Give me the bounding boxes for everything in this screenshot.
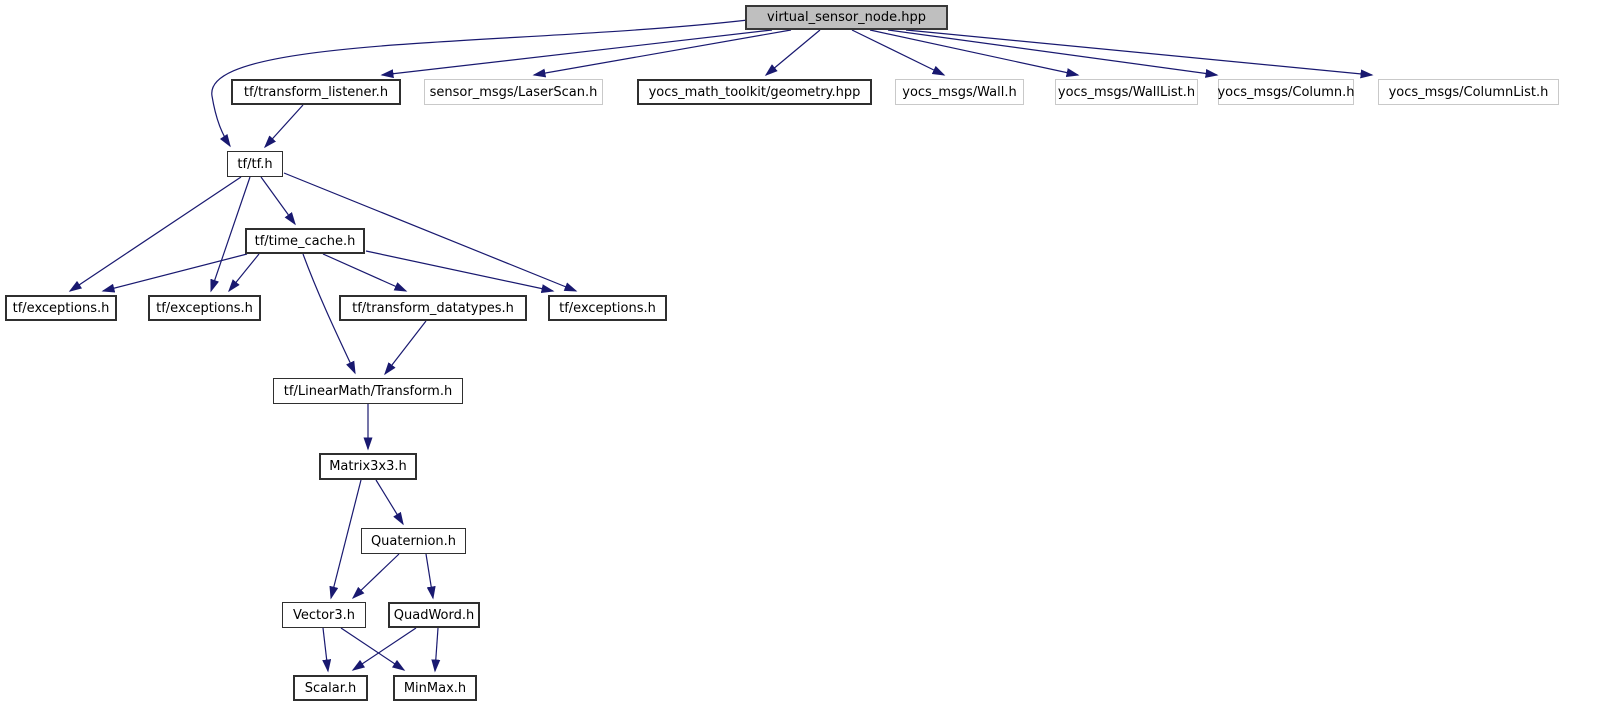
node-tf-transform-listener[interactable]: tf/transform_listener.h: [231, 79, 401, 105]
edge-main-to-listener: [380, 29, 773, 79]
edge-timecache-to-exc2: [228, 253, 260, 293]
edge-main-to-laserscan: [532, 29, 792, 78]
node-matrix3x3[interactable]: Matrix3x3.h: [319, 453, 417, 480]
edge-timecache-to-datatypes: [322, 253, 408, 292]
edge-main-to-tfh: [211, 19, 749, 148]
node-vector3[interactable]: Vector3.h: [282, 602, 366, 628]
edge-quaternion-to-vector3: [351, 553, 400, 600]
edge-main-to-geometry: [764, 29, 821, 76]
edge-matrix-to-quaternion: [375, 479, 404, 526]
edge-main-to-walllist: [869, 29, 1080, 77]
node-yocs-msgs-column: yocs_msgs/Column.h: [1217, 79, 1355, 105]
edge-timecache-to-exc3: [365, 250, 555, 293]
edge-listener-to-tfh: [263, 104, 304, 149]
edge-timecache-to-transform: [302, 253, 356, 375]
edge-timecache-to-exc1: [101, 253, 248, 293]
edge-vector3-to-minmax: [340, 627, 406, 671]
edge-matrix-to-vector3: [329, 479, 362, 600]
node-tf-time-cache[interactable]: tf/time_cache.h: [245, 228, 365, 254]
node-yocs-msgs-wall: yocs_msgs/Wall.h: [895, 79, 1024, 105]
node-tf-exceptions-2[interactable]: tf/exceptions.h: [148, 295, 261, 321]
edge-tfh-to-exc3: [283, 172, 578, 292]
node-yocs-msgs-columnlist: yocs_msgs/ColumnList.h: [1378, 79, 1559, 105]
edge-main-to-wall: [851, 29, 946, 76]
edge-quadword-to-minmax: [431, 627, 441, 673]
node-virtual-sensor-node: virtual_sensor_node.hpp: [745, 5, 948, 30]
edge-tfh-to-exc2: [210, 176, 251, 293]
edge-main-to-column: [887, 29, 1219, 78]
node-quaternion[interactable]: Quaternion.h: [361, 528, 466, 554]
edge-tfh-to-exc1: [68, 176, 242, 292]
edge-quadword-to-scalar: [351, 627, 417, 671]
edge-vector3-to-scalar: [322, 627, 332, 673]
node-tf-linearmath-transform[interactable]: tf/LinearMath/Transform.h: [273, 378, 463, 404]
node-tf-transform-datatypes[interactable]: tf/transform_datatypes.h: [339, 295, 527, 321]
node-tf-exceptions-3[interactable]: tf/exceptions.h: [548, 295, 667, 321]
node-scalar[interactable]: Scalar.h: [293, 675, 368, 701]
edge-quaternion-to-quadword: [425, 553, 436, 600]
edge-tfh-to-timecache: [260, 176, 296, 226]
node-tf-tf[interactable]: tf/tf.h: [227, 151, 283, 177]
edge-datatypes-to-transform: [384, 320, 427, 376]
node-yocs-math-toolkit-geometry[interactable]: yocs_math_toolkit/geometry.hpp: [637, 79, 872, 105]
node-minmax[interactable]: MinMax.h: [393, 675, 477, 701]
node-yocs-msgs-walllist: yocs_msgs/WallList.h: [1055, 79, 1198, 105]
node-tf-exceptions-1[interactable]: tf/exceptions.h: [5, 295, 117, 321]
node-quadword[interactable]: QuadWord.h: [388, 602, 480, 628]
node-sensor-msgs-laserscan: sensor_msgs/LaserScan.h: [424, 79, 603, 105]
edge-main-to-columnlist: [905, 29, 1374, 79]
